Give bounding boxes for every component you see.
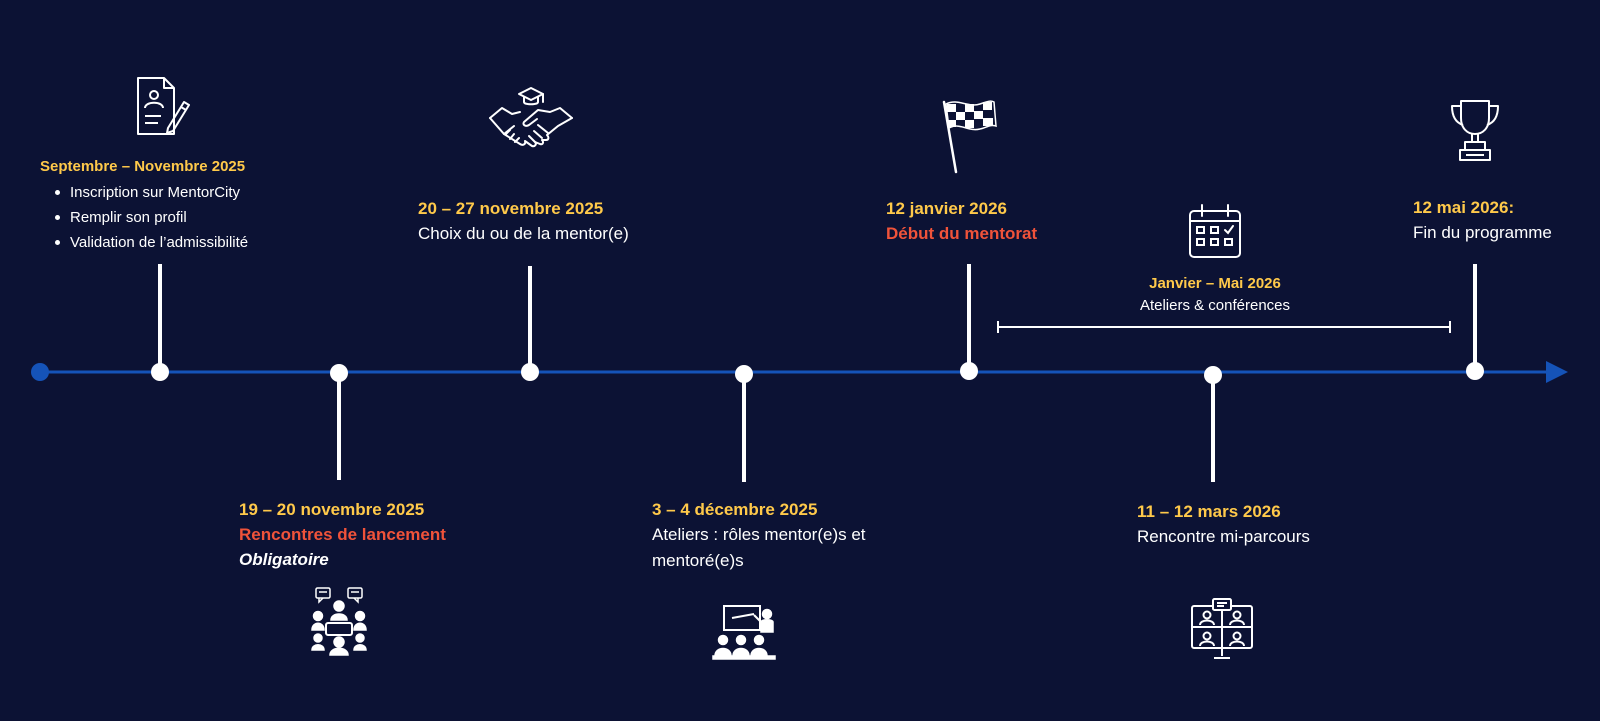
checkered-flag-icon [940, 96, 1000, 176]
marker-11-12-mars [1204, 366, 1222, 384]
milestone-date: 11 – 12 mars 2026 [1137, 502, 1281, 521]
milestone-note: Obligatoire [239, 550, 329, 569]
milestone-date: 3 – 4 décembre 2025 [652, 500, 818, 519]
group-meeting-icon [310, 586, 368, 656]
presentation-class-icon [712, 604, 778, 660]
milestone-19-20-novembre: 19 – 20 novembre 2025 Rencontres de lanc… [239, 498, 446, 572]
milestone-highlight: Rencontres de lancement [239, 525, 446, 544]
marker-20-27-novembre [521, 363, 539, 381]
milestone-12-janvier: 12 janvier 2026 Début du mentorat [886, 197, 1037, 246]
marker-3-4-decembre [735, 365, 753, 383]
video-conference-icon [1190, 598, 1254, 660]
list-item: Inscription sur MentorCity [40, 180, 248, 205]
calendar-icon [1188, 203, 1242, 259]
milestone-3-4-decembre: 3 – 4 décembre 2025 Ateliers : rôles men… [652, 498, 866, 574]
milestone-description: mentoré(e)s [652, 551, 744, 570]
list-item: Remplir son profil [40, 205, 248, 230]
marker-12-mai [1466, 362, 1484, 380]
trophy-icon [1449, 98, 1501, 164]
milestone-date: Septembre – Novembre 2025 [40, 158, 246, 175]
milestone-description: Ateliers & conférences [1139, 297, 1291, 314]
milestone-date: 19 – 20 novembre 2025 [239, 500, 425, 519]
timeline-arrowhead [1546, 361, 1568, 383]
milestone-septembre-novembre: Septembre – Novembre 2025 Inscription su… [40, 156, 248, 255]
span-bracket [997, 321, 1451, 333]
milestone-11-12-mars: 11 – 12 mars 2026 Rencontre mi-parcours [1137, 500, 1310, 550]
timeline-start-dot [31, 363, 49, 381]
milestone-description: Choix du ou de la mentor(e) [418, 224, 629, 243]
marker-12-janvier [960, 362, 978, 380]
milestone-date: 12 janvier 2026 [886, 199, 1007, 218]
milestone-20-27-novembre: 20 – 27 novembre 2025 Choix du ou de la … [418, 197, 629, 247]
milestone-bullet-list: Inscription sur MentorCity Remplir son p… [40, 180, 248, 255]
milestone-date: 20 – 27 novembre 2025 [418, 199, 604, 218]
milestone-description: Fin du programme [1413, 223, 1552, 242]
milestone-12-mai: 12 mai 2026: Fin du programme [1413, 196, 1552, 246]
marker-septembre [151, 363, 169, 381]
milestone-date: Janvier – Mai 2026 [1149, 275, 1281, 292]
milestone-highlight: Début du mentorat [886, 224, 1038, 243]
marker-19-20-novembre [330, 364, 348, 382]
milestone-description: Rencontre mi-parcours [1137, 527, 1310, 546]
document-signing-icon [132, 76, 190, 138]
milestone-description: Ateliers : rôles mentor(e)s et [652, 525, 866, 544]
handshake-graduation-icon [488, 82, 574, 152]
milestone-date: 12 mai 2026: [1413, 198, 1515, 217]
list-item: Validation de l’admissibilité [40, 230, 248, 255]
milestone-janvier-mai: Janvier – Mai 2026 Ateliers & conférence… [1100, 273, 1330, 317]
